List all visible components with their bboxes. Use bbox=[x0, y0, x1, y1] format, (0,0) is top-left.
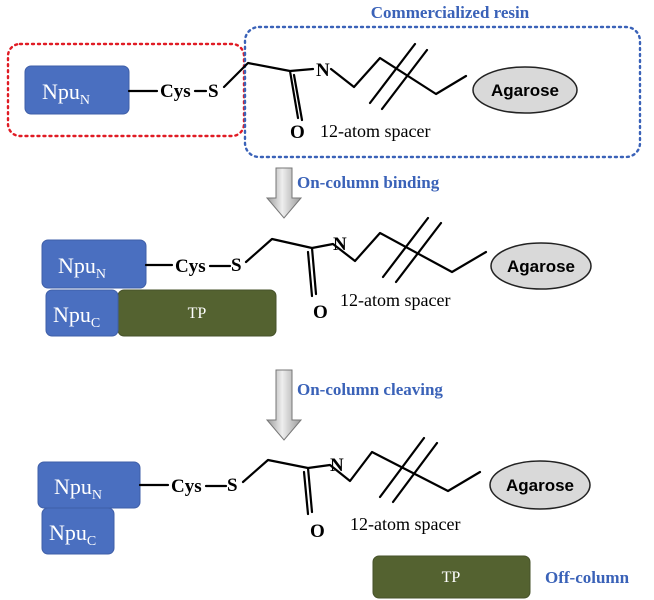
oxygen-text: O bbox=[310, 521, 325, 542]
linker-bonds bbox=[241, 450, 482, 516]
cys-text: Cys bbox=[175, 256, 206, 277]
spacer-label: 12-atom spacer bbox=[320, 121, 430, 141]
npu-n-text: NpuN bbox=[42, 79, 90, 108]
panel-on-column-cleaving: NpuC NpuN Cys S N O 12-atom spacer Agaro… bbox=[37, 436, 630, 599]
agarose-text: Agarose bbox=[491, 81, 559, 100]
panel-on-column-binding: TP NpuC NpuN Cys S N O 12-atom spacer Ag… bbox=[41, 216, 592, 337]
oxygen-text: O bbox=[313, 302, 328, 323]
blue-dotted-box bbox=[243, 25, 642, 159]
nitrogen-text: N bbox=[330, 455, 344, 476]
oxygen-text: O bbox=[290, 122, 305, 143]
agarose-text: Agarose bbox=[506, 476, 574, 495]
agarose-bead bbox=[490, 242, 592, 290]
agarose-text: Agarose bbox=[507, 257, 575, 276]
npu-c-block bbox=[45, 289, 119, 337]
tp-text: TP bbox=[188, 305, 207, 322]
npu-c-text: NpuC bbox=[53, 302, 100, 331]
down-arrow-icon bbox=[265, 167, 303, 219]
agarose-bead bbox=[472, 66, 578, 114]
tp-block bbox=[372, 555, 531, 599]
cys-text: Cys bbox=[160, 81, 191, 102]
linker-bonds bbox=[222, 56, 468, 122]
cys-text: Cys bbox=[171, 476, 202, 497]
agarose-bead bbox=[489, 460, 591, 510]
nitrogen-text: N bbox=[333, 234, 347, 255]
down-arrow-icon bbox=[265, 369, 303, 441]
npu-c-text: NpuC bbox=[49, 520, 96, 549]
tp-text: TP bbox=[442, 569, 461, 586]
sulfur-text: S bbox=[227, 475, 238, 496]
spacer-label: 12-atom spacer bbox=[340, 290, 450, 310]
off-column-label: Off-column bbox=[545, 568, 630, 587]
spacer-label: 12-atom spacer bbox=[350, 514, 460, 534]
on-column-cleaving-label: On-column cleaving bbox=[297, 380, 443, 399]
npu-n-text: NpuN bbox=[54, 474, 102, 503]
on-column-binding-label: On-column binding bbox=[297, 173, 440, 192]
linker-bonds bbox=[244, 231, 488, 298]
break-symbol bbox=[378, 436, 439, 504]
nitrogen-text: N bbox=[316, 60, 330, 81]
panel-commercialized-resin: Commercialized resin NpuN Cys S N O 12-a… bbox=[6, 3, 642, 159]
sulfur-text: S bbox=[231, 255, 242, 276]
break-symbol bbox=[381, 216, 443, 284]
sulfur-text: S bbox=[208, 81, 219, 102]
npu-n-text: NpuN bbox=[58, 253, 106, 282]
commercialized-resin-label: Commercialized resin bbox=[371, 3, 530, 22]
break-symbol bbox=[368, 42, 429, 111]
